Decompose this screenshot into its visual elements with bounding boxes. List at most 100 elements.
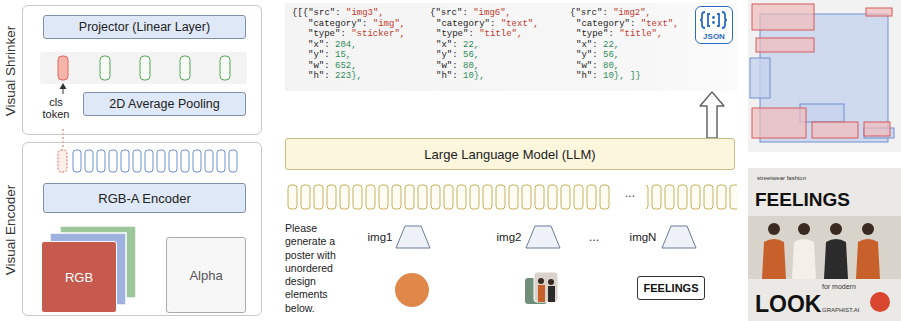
photo-figure: [548, 286, 555, 302]
poster-figure: [824, 239, 848, 279]
box-label: Large Language Model (LLM): [424, 147, 595, 162]
code-key: "w":: [308, 61, 330, 71]
code-line: "category": "img",: [308, 19, 405, 29]
code-value: 204,: [330, 40, 357, 50]
layout-box-image: [750, 58, 770, 98]
code-value: 15,: [330, 50, 352, 60]
brace-stroke: [722, 12, 727, 28]
poster-figure: [768, 223, 780, 235]
box-label: Projector (Linear Layer): [79, 20, 210, 34]
cls-token: [58, 150, 67, 172]
code-value: 223},: [330, 71, 362, 81]
code-line: "type": "sticker",: [308, 29, 405, 39]
image-label: img2: [494, 230, 524, 244]
code-key: "y":: [576, 50, 598, 60]
brace-stroke: [700, 12, 705, 28]
code-key: "type":: [436, 29, 474, 39]
code-line: "h": 10},: [436, 71, 485, 81]
poster-figure: [830, 223, 842, 235]
poster-text: streetwear fashion: [757, 174, 857, 182]
process-box: RGB-A Encoder: [43, 183, 246, 213]
poster-figure: [792, 239, 816, 279]
code-value: 652,: [330, 61, 357, 71]
layout-box-text: [866, 8, 892, 16]
code-line: "x": 204,: [308, 40, 357, 50]
llm-tokens: [646, 184, 737, 210]
layout-canvas: [748, 0, 901, 152]
code-key: "x":: [308, 40, 330, 50]
code-key: "category":: [308, 19, 367, 29]
box-label: 2D Average Pooling: [109, 97, 219, 111]
code-value: "title",: [614, 29, 663, 39]
code-line: {"src": "img6",: [430, 8, 511, 18]
poster-figure: [798, 223, 810, 235]
layout-box-text: [756, 38, 814, 52]
process-box: 2D Average Pooling: [83, 92, 246, 116]
colon-dot: [712, 21, 715, 24]
layout-box-text: [752, 4, 814, 30]
ellipsis: ...: [578, 230, 610, 244]
code-line: "y": 56,: [576, 50, 619, 60]
brace-stroke: [708, 14, 710, 26]
code-key: "category":: [576, 19, 635, 29]
code-value: "img2",: [608, 8, 651, 18]
code-line: "y": 56,: [436, 50, 479, 60]
code-value: "title",: [474, 29, 523, 39]
llm-box: Large Language Model (LLM): [285, 138, 735, 170]
code-key: "h":: [308, 71, 330, 81]
code-key: "h":: [436, 71, 458, 81]
code-line: "category": "text",: [436, 19, 539, 29]
code-line: {[{"src": "img3",: [292, 8, 384, 18]
code-value: 80,: [598, 61, 620, 71]
alpha-square: Alpha: [166, 237, 246, 313]
code-key: "category":: [436, 19, 495, 29]
code-line: "h": 223},: [308, 71, 362, 81]
code-line: "x": 22,: [436, 40, 479, 50]
code-key: "type":: [576, 29, 614, 39]
code-line: {"src": "img2",: [570, 8, 651, 18]
layout-box-text: [812, 122, 858, 138]
code-key: "h":: [576, 71, 598, 81]
box-label: RGB-A Encoder: [98, 191, 191, 206]
code-key: {[{"src":: [292, 8, 341, 18]
cls-dashed-link: [63, 129, 64, 149]
code-key: "y":: [308, 50, 330, 60]
llm-tokens: [287, 184, 612, 210]
projector-trapezoid: [526, 226, 560, 248]
panel-heading: Visual Encoder: [3, 143, 19, 317]
token-band: [40, 52, 247, 84]
box-label: Alpha: [189, 268, 222, 283]
image-label: imgN: [626, 230, 660, 244]
colon-dot: [712, 16, 715, 19]
code-key: "w":: [436, 61, 458, 71]
pooled-token: [180, 56, 190, 80]
text-element-box: FEELINGS: [637, 276, 705, 300]
code-line: "w": 80,: [576, 61, 619, 71]
process-box: Projector (Linear Layer): [43, 15, 246, 39]
layout-box-image: [800, 104, 844, 122]
rgb-square: RGB: [41, 241, 117, 313]
code-value: "text",: [635, 19, 678, 29]
projector-trapezoid: [396, 226, 430, 248]
code-line: "y": 15,: [308, 50, 351, 60]
ellipsis: ...: [614, 186, 646, 200]
poster-title: FEELINGS: [755, 189, 895, 211]
output-arrow: [700, 92, 724, 138]
code-line: "category": "text",: [576, 19, 679, 29]
prompt-text: Please generate a poster with unordered …: [285, 222, 351, 315]
code-key: "x":: [436, 40, 458, 50]
image-label: img1: [366, 230, 394, 244]
code-key: {"src":: [430, 8, 468, 18]
code-key: "y":: [436, 50, 458, 60]
cls-arrowhead: [60, 83, 67, 89]
cls-token: [58, 56, 68, 80]
poster-figure: [762, 239, 786, 279]
code-line: "h": 10}, ]}: [576, 71, 641, 81]
module-panel: Visual EncoderRGB-A EncoderRGBAlpha: [22, 142, 262, 316]
layout-box-text: [864, 122, 890, 136]
code-key: "type":: [308, 29, 346, 39]
pooled-token: [140, 56, 150, 80]
box-label: FEELINGS: [643, 282, 698, 294]
code-line: "w": 80,: [436, 61, 479, 71]
